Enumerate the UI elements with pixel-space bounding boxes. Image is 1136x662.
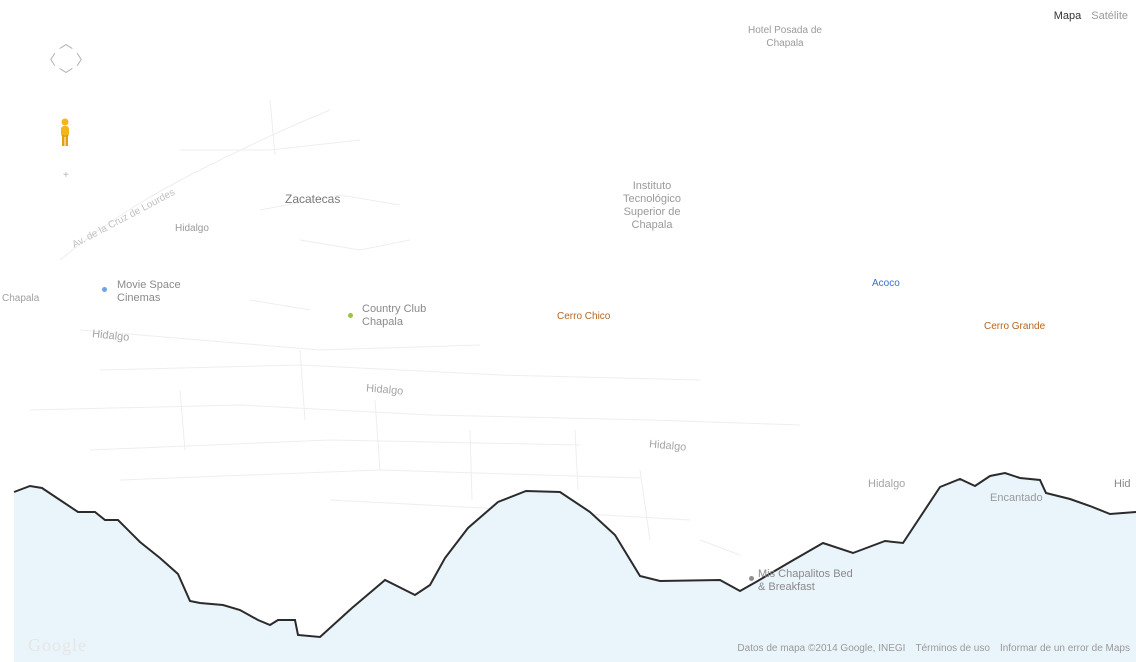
shoreline [13, 471, 1136, 639]
terms-of-use-link[interactable]: Términos de uso [915, 643, 990, 654]
pan-right-icon[interactable]: 〉 [76, 52, 90, 68]
map-data-attribution: Datos de mapa ©2014 Google, INEGI [737, 643, 906, 654]
label-instituto: Instituto Tecnológico Superior de Chapal… [622, 180, 682, 231]
label-hidalgo-left: Hidalgo [175, 223, 209, 234]
poi-golf-icon[interactable] [348, 313, 353, 318]
pan-up-icon[interactable]: ︿ [59, 35, 73, 51]
google-logo: Google [28, 635, 87, 655]
poi-hotel-icon[interactable] [749, 576, 754, 581]
label-country-club[interactable]: Country Club Chapala [362, 303, 427, 328]
poi-cinema-icon[interactable] [102, 287, 107, 292]
pan-left-icon[interactable]: 〈 [42, 52, 56, 68]
pan-down-icon[interactable]: ﹀ [59, 67, 73, 83]
label-zacatecas: Zacatecas [285, 192, 341, 206]
label-cerro-grande: Cerro Grande [984, 321, 1046, 332]
pegman-icon[interactable] [58, 118, 72, 148]
lake-water [14, 473, 1136, 662]
map-footer: Datos de mapa ©2014 Google, INEGI Términ… [737, 643, 1130, 654]
label-hidalgo-right: Hidalgo [868, 478, 906, 490]
zoom-slider-icon[interactable]: + [63, 170, 69, 181]
report-error-link[interactable]: Informar de un error de Maps [999, 643, 1130, 654]
label-cerro-chico: Cerro Chico [557, 311, 611, 322]
map-type-satellite-button[interactable]: Satélite [1091, 10, 1128, 22]
label-acoco: Acoco [872, 278, 900, 289]
label-movie-space[interactable]: Movie Space Cinemas [117, 279, 181, 304]
pan-control: ︿ 〈 〉 ﹀ [40, 36, 90, 86]
map-type-control: Mapa Satélite [1054, 10, 1128, 22]
label-hidalgo-far-right: Hid [1114, 478, 1131, 490]
label-hotel: Hotel Posada de Chapala [748, 25, 822, 49]
label-left-edge: Chapala [2, 293, 40, 304]
label-encantado: Encantado [990, 492, 1043, 504]
map-type-map-button[interactable]: Mapa [1053, 10, 1082, 22]
label-bnb[interactable]: Mis Chapalitos Bed & Breakfast [758, 568, 853, 593]
